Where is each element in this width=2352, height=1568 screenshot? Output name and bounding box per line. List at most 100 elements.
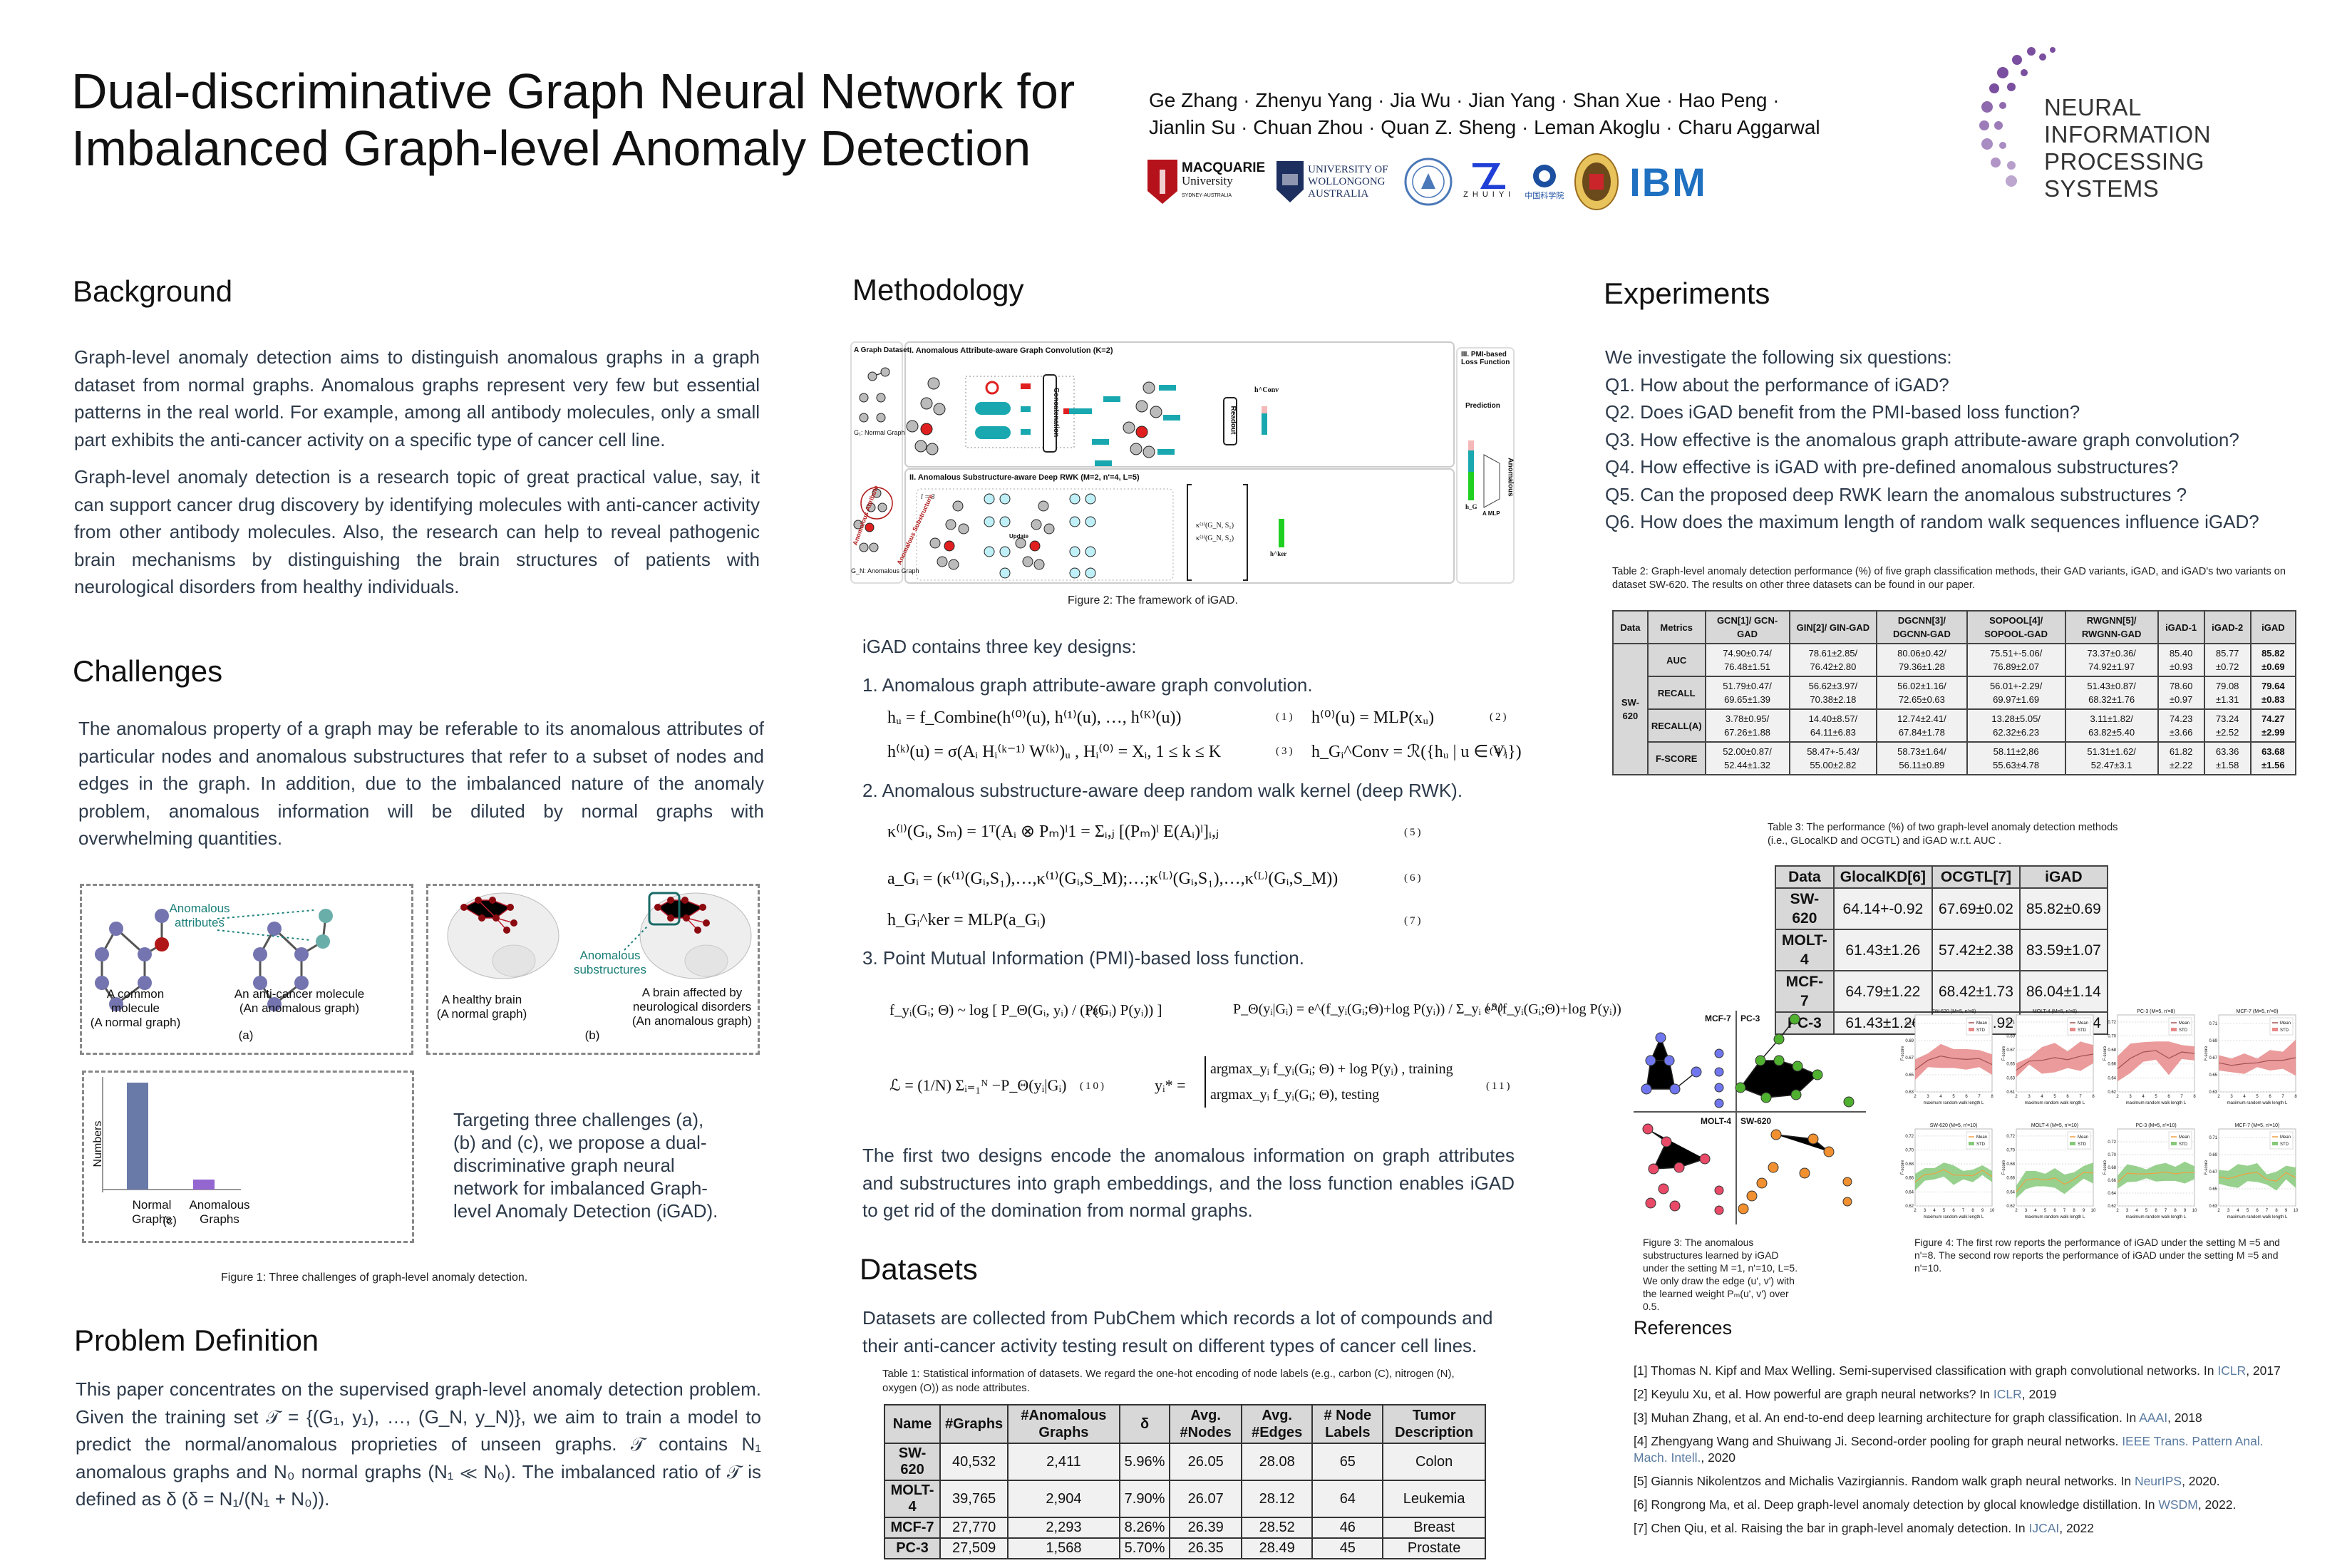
fig2-readout-label: Readout bbox=[1229, 406, 1237, 435]
table-cell: 1,568 bbox=[1007, 1537, 1120, 1559]
x-tick-label: 6 bbox=[1952, 1209, 1955, 1213]
label-title: A healthy brain bbox=[441, 993, 522, 1006]
framework-diagram bbox=[850, 341, 1515, 584]
reference-text: [4] Zhengyang Wang and Shuiwang Ji. Seco… bbox=[1634, 1434, 2123, 1448]
legend-std-swatch bbox=[2171, 1028, 2177, 1031]
equation-11-cases: argmax_yᵢ f_yᵢ(Gᵢ; Θ) + log P(yᵢ) , trai… bbox=[1205, 1056, 1453, 1108]
table-cell: 56.62±3.97/ 70.38±2.18 bbox=[1788, 676, 1878, 710]
legend-std-swatch bbox=[2171, 1142, 2177, 1145]
reference-text: [3] Muhan Zhang, et al. An end-to-end de… bbox=[1634, 1410, 2140, 1425]
table-cell: 64 bbox=[1311, 1480, 1384, 1518]
equation-2: h⁽⁰⁾(u) = MLP(xᵤ) bbox=[1311, 708, 1435, 727]
x-tick-label: 5 bbox=[2044, 1209, 2047, 1213]
fig2-update-label: Update bbox=[1009, 533, 1029, 540]
column-header: iGAD bbox=[2249, 610, 2297, 644]
reference-venue-link[interactable]: IJCAI bbox=[2028, 1521, 2060, 1535]
y-axis-label: F-score bbox=[2103, 1160, 2108, 1175]
reference-venue-link[interactable]: WSDM bbox=[2158, 1497, 2198, 1512]
x-tick-label: 5 bbox=[1943, 1209, 1946, 1213]
reference-venue-link[interactable]: AAAI bbox=[2139, 1410, 2168, 1425]
y-tick-label: 0.62 bbox=[2108, 1090, 2116, 1095]
column-header: Name bbox=[883, 1404, 942, 1444]
column-header: SOPOOL[4]/ SOPOOL-GAD bbox=[1966, 610, 2066, 644]
reference-venue-link[interactable]: IEEE Trans. Pattern Anal. Mach. Intell. bbox=[1634, 1434, 2264, 1465]
x-tick-label: 5 bbox=[2155, 1095, 2157, 1099]
table-cell: 64.14+-0.92 bbox=[1832, 887, 1933, 930]
y-tick-label: 0.70 bbox=[1905, 1148, 1914, 1152]
reference-venue-link[interactable]: NeurIPS bbox=[2134, 1474, 2182, 1488]
legend-std-label: STD bbox=[2280, 1143, 2289, 1147]
title-line-1: Dual-discriminative Graph Neural Network… bbox=[71, 63, 1076, 119]
table-cell: 85.77 ±0.72 bbox=[2203, 643, 2252, 677]
table-cell: 45 bbox=[1311, 1537, 1384, 1559]
x-tick-label: 6 bbox=[2256, 1209, 2259, 1213]
y-tick-label: 0.63 bbox=[1905, 1090, 1914, 1095]
reference-year: , 2022 bbox=[2059, 1521, 2094, 1535]
fig2-anomalous-graph-label: G_N: Anomalous Graph bbox=[851, 567, 919, 574]
table-cell: 51.79±0.47/ 69.65±1.39 bbox=[1704, 676, 1790, 710]
datasets-heading: Datasets bbox=[860, 1252, 978, 1286]
y-tick-label: 0.65 bbox=[2209, 1187, 2217, 1192]
table-cell: 78.60 ±0.97 bbox=[2157, 676, 2205, 710]
x-tick-label: 4 bbox=[2243, 1095, 2246, 1099]
legend-box bbox=[1966, 1131, 1990, 1150]
molecule-graphs-illustration bbox=[95, 909, 333, 1011]
fig2-part1-title: I. Anomalous Attribute-aware Graph Convo… bbox=[909, 346, 1113, 355]
x-tick-label: 8 bbox=[1971, 1209, 1974, 1213]
equation-number: (6) bbox=[1404, 872, 1423, 884]
reference-year: , 2018 bbox=[2167, 1410, 2202, 1425]
x-tick-label: 5 bbox=[2247, 1209, 2249, 1213]
legend-mean-label: Mean bbox=[1976, 1135, 1987, 1140]
mean-line bbox=[2117, 1050, 2195, 1070]
table-cell: 26.05 bbox=[1169, 1443, 1242, 1481]
research-question: Q5. Can the proposed deep RWK learn the … bbox=[1605, 483, 2187, 505]
y-tick-label: 0.68 bbox=[2108, 1048, 2116, 1053]
x-tick-label: 4 bbox=[2041, 1095, 2043, 1099]
table-cell: 73.24 ±2.52 bbox=[2203, 708, 2252, 743]
x-tick-label: 4 bbox=[2135, 1209, 2138, 1213]
reference-year: , 2019 bbox=[2021, 1387, 2057, 1401]
x-tick-label: 2 bbox=[2217, 1095, 2220, 1099]
legend-mean-label: Mean bbox=[1976, 1021, 1987, 1026]
table-cell: 67.69±0.02 bbox=[1931, 887, 2021, 930]
design-3-heading: 3. Point Mutual Information (PMI)-based … bbox=[862, 947, 1304, 969]
x-axis-label: maximum random walk length L bbox=[2025, 1215, 2085, 1219]
poster-title: Dual-discriminative Graph Neural Network… bbox=[71, 63, 1126, 177]
fig2-h-ker-label: h^ker bbox=[1270, 550, 1287, 557]
equation-6: a_Gᵢ = (κ⁽¹⁾(Gᵢ,S₁),…,κ⁽¹⁾(Gᵢ,S_M);…;κ⁽ᴸ… bbox=[887, 870, 1339, 888]
research-question: Q4. How effective is iGAD with pre-defin… bbox=[1605, 456, 2179, 478]
legend-mean-label: Mean bbox=[2280, 1021, 2291, 1026]
y-tick-label: 0.71 bbox=[2006, 1021, 2015, 1025]
std-band bbox=[2016, 1162, 2093, 1199]
row-header: MCF-7 bbox=[1775, 970, 1835, 1013]
table-3-caption: Table 3: The performance (%) of two grap… bbox=[1768, 822, 2118, 847]
x-tick-label: 5 bbox=[2145, 1209, 2148, 1213]
row-header: SW-620 bbox=[883, 1443, 942, 1481]
equation-number: (1) bbox=[1276, 711, 1295, 723]
subfigure-tag: (b) bbox=[584, 1028, 600, 1042]
y-tick-label: 0.63 bbox=[2209, 1090, 2217, 1095]
legend-mean-label: Mean bbox=[2280, 1135, 2291, 1140]
fig2-h-g-label: h_G bbox=[1465, 503, 1477, 510]
reference-venue-link[interactable]: ICLR bbox=[1993, 1387, 2022, 1401]
table-cell: 28.52 bbox=[1240, 1517, 1314, 1539]
affected-brain-label: A brain affected by neurological disorde… bbox=[628, 986, 756, 1028]
equation-11-lhs: yᵢ* = bbox=[1155, 1076, 1186, 1094]
y-tick-label: 0.70 bbox=[2108, 1034, 2116, 1038]
reference-text: [1] Thomas N. Kipf and Max Welling. Semi… bbox=[1634, 1363, 2218, 1378]
fig2-l-label: l = 3 bbox=[921, 493, 935, 501]
column-header: Data bbox=[1612, 610, 1649, 644]
y-tick-label: 0.64 bbox=[2108, 1192, 2116, 1196]
metric-cell: RECALL bbox=[1646, 676, 1706, 710]
reference-year: , 2022. bbox=[2197, 1497, 2237, 1512]
table-cell: 79.08 ±1.31 bbox=[2203, 676, 2252, 710]
brain-graphs-illustration bbox=[447, 892, 752, 979]
table-cell: Leukemia bbox=[1382, 1480, 1486, 1518]
column-header: Metrics bbox=[1646, 610, 1706, 644]
reference-venue-link[interactable]: ICLR bbox=[2217, 1363, 2247, 1378]
